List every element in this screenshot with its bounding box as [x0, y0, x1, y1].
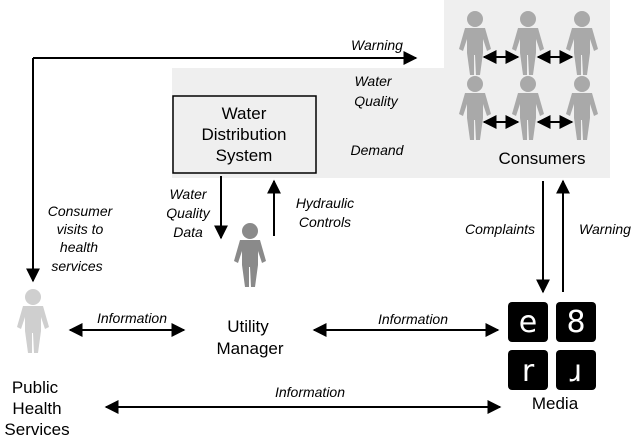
- info-left-label: Information: [97, 310, 167, 326]
- media-tile: [556, 350, 596, 390]
- person-icon: [17, 289, 49, 353]
- warning-right-label: Warning: [579, 221, 631, 237]
- utility-manager-figure: [234, 223, 266, 287]
- media-tile-glyph: ɹ: [570, 354, 582, 389]
- public-health-figure: [17, 289, 49, 353]
- water-quality-label: Water: [354, 73, 392, 89]
- media-tile: [508, 350, 548, 390]
- water-system-label: Water: [222, 104, 267, 123]
- consumers-label: Consumers: [499, 149, 586, 168]
- media-tile: [556, 302, 596, 342]
- water-system-label: Distribution: [201, 125, 286, 144]
- wqd-label: Water: [169, 186, 207, 202]
- wqd-label: Quality: [166, 205, 211, 221]
- public-health-label: Public: [12, 378, 59, 397]
- media-tile: [508, 302, 548, 342]
- warning-path: [26, 51, 418, 283]
- media-icon: e 8 r ɹ: [508, 302, 596, 390]
- consumer-visits-label: Consumer: [48, 203, 114, 219]
- consumer-visits-label: visits to: [57, 221, 104, 237]
- media-tile-glyph: e: [519, 305, 537, 340]
- water-system-label: System: [216, 146, 273, 165]
- consumer-visits-label: services: [51, 258, 102, 274]
- public-health-label: Health: [12, 399, 61, 418]
- water-system-box: [172, 95, 317, 174]
- media-tile-glyph: 8: [566, 305, 585, 340]
- hydraulic-label: Hydraulic: [296, 195, 354, 211]
- demand-label: Demand: [351, 142, 405, 158]
- utility-manager-label: Utility: [227, 317, 269, 336]
- wqd-label: Data: [173, 224, 203, 240]
- utility-manager-label: Manager: [216, 339, 283, 358]
- consumer-visits-label: health: [60, 239, 98, 255]
- hydraulic-label: Controls: [299, 214, 351, 230]
- info-mid-label: Information: [378, 311, 448, 327]
- media-label: Media: [532, 394, 579, 413]
- person-icon: [234, 223, 266, 287]
- complaints-label: Complaints: [465, 221, 535, 237]
- media-tile-glyph: r: [522, 354, 535, 389]
- info-bottom-label: Information: [275, 384, 345, 400]
- warning-top-label: Warning: [351, 37, 403, 53]
- consumer-links: [482, 50, 574, 129]
- water-quality-label: Quality: [354, 93, 399, 109]
- public-health-label: Services: [4, 420, 69, 438]
